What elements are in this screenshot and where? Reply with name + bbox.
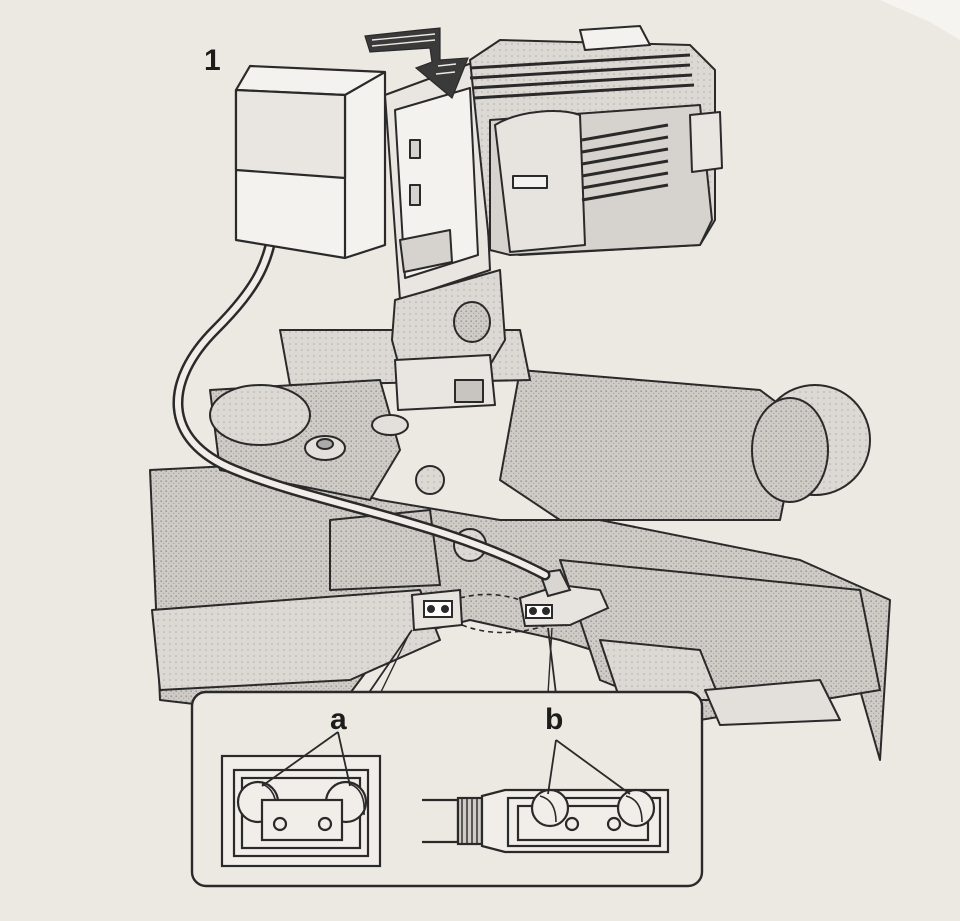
- callout-label-a: a: [330, 703, 347, 736]
- light-vents: [469, 53, 695, 100]
- ac-adapter-icon: [234, 64, 387, 260]
- plug-detail-b: [422, 739, 670, 854]
- paper-fold-corner: [880, 0, 960, 40]
- dc-in-terminal: [410, 588, 464, 632]
- video-light-icon: [384, 25, 723, 411]
- step-number: 1: [204, 44, 221, 77]
- connection-guide-lines: [459, 593, 549, 634]
- camcorder-icon: [149, 329, 891, 761]
- terminal-detail-a: [220, 731, 382, 868]
- dc-plug: [518, 568, 610, 628]
- insert-down-arrow-icon: [364, 27, 469, 99]
- callout-label-b: b: [545, 703, 564, 736]
